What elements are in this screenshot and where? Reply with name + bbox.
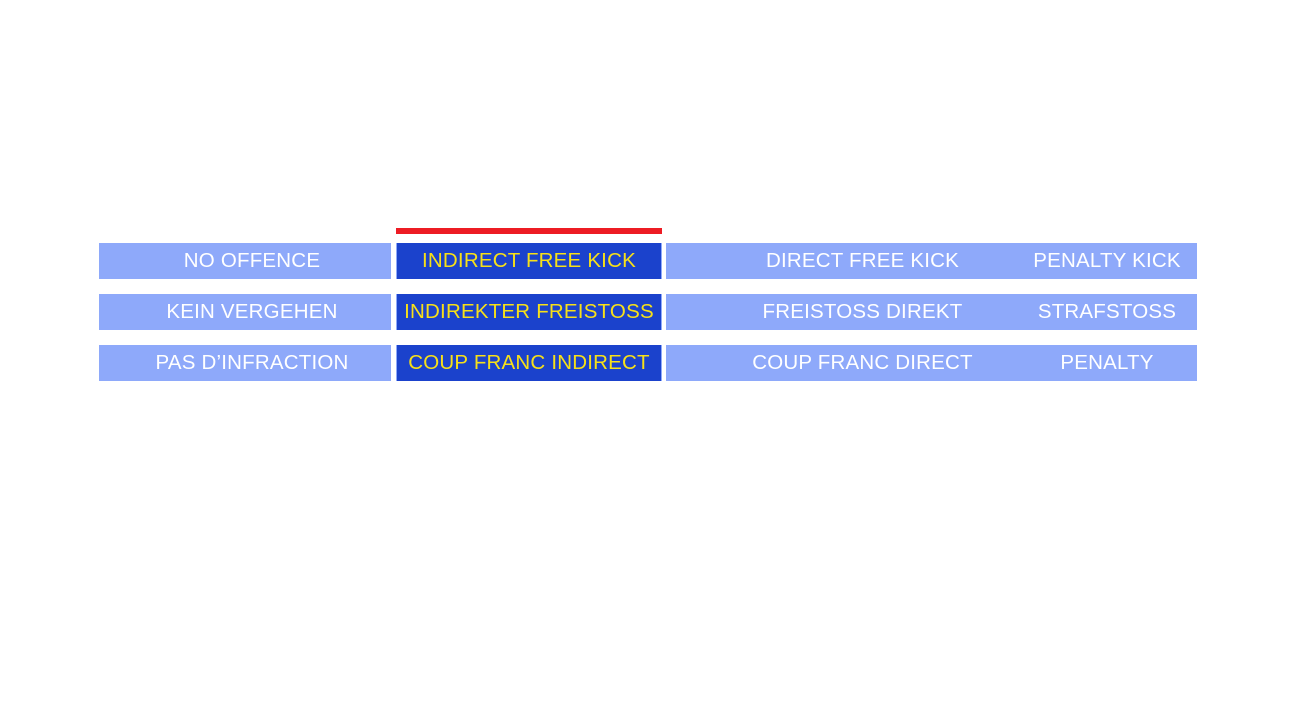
- cell-indirect-free-kick-french[interactable]: COUP FRANC INDIRECT: [396, 345, 662, 381]
- row-gap: [662, 345, 666, 381]
- row-gap: [391, 243, 396, 279]
- decision-scale: NO OFFENCE INDIRECT FREE KICK DIRECT FRE…: [99, 228, 1197, 381]
- cell-penalty-kick-english[interactable]: PENALTY KICK: [1033, 249, 1181, 272]
- cell-no-offence-german[interactable]: KEIN VERGEHEN: [99, 294, 391, 330]
- cell-penalty-kick-french[interactable]: PENALTY: [1060, 351, 1154, 374]
- row-gap: [662, 243, 666, 279]
- row-gap: [662, 294, 666, 330]
- scale-row-german: KEIN VERGEHEN INDIREKTER FREISTOSS FREIS…: [99, 294, 1197, 330]
- cell-indirect-free-kick-english[interactable]: INDIRECT FREE KICK: [396, 243, 662, 279]
- scale-row-french: PAS D’INFRACTION COUP FRANC INDIRECT COU…: [99, 345, 1197, 381]
- cell-no-offence-english[interactable]: NO OFFENCE: [99, 243, 391, 279]
- cell-group-english: DIRECT FREE KICK PENALTY KICK: [666, 243, 1197, 279]
- cell-direct-free-kick-english[interactable]: DIRECT FREE KICK: [765, 249, 960, 272]
- cell-group-french: COUP FRANC DIRECT PENALTY: [666, 345, 1197, 381]
- scale-row-english: NO OFFENCE INDIRECT FREE KICK DIRECT FRE…: [99, 243, 1197, 279]
- cell-indirect-free-kick-german[interactable]: INDIREKTER FREISTOSS: [396, 294, 662, 330]
- cell-direct-free-kick-french[interactable]: COUP FRANC DIRECT: [752, 351, 973, 374]
- cell-no-offence-french[interactable]: PAS D’INFRACTION: [99, 345, 391, 381]
- row-gap: [391, 294, 396, 330]
- row-gap: [391, 345, 396, 381]
- cell-penalty-kick-german[interactable]: STRAFSTOSS: [1037, 300, 1177, 323]
- cell-group-german: FREISTOSS DIREKT STRAFSTOSS: [666, 294, 1197, 330]
- current-decision-marker: [396, 228, 662, 234]
- cell-direct-free-kick-german[interactable]: FREISTOSS DIREKT: [762, 300, 963, 323]
